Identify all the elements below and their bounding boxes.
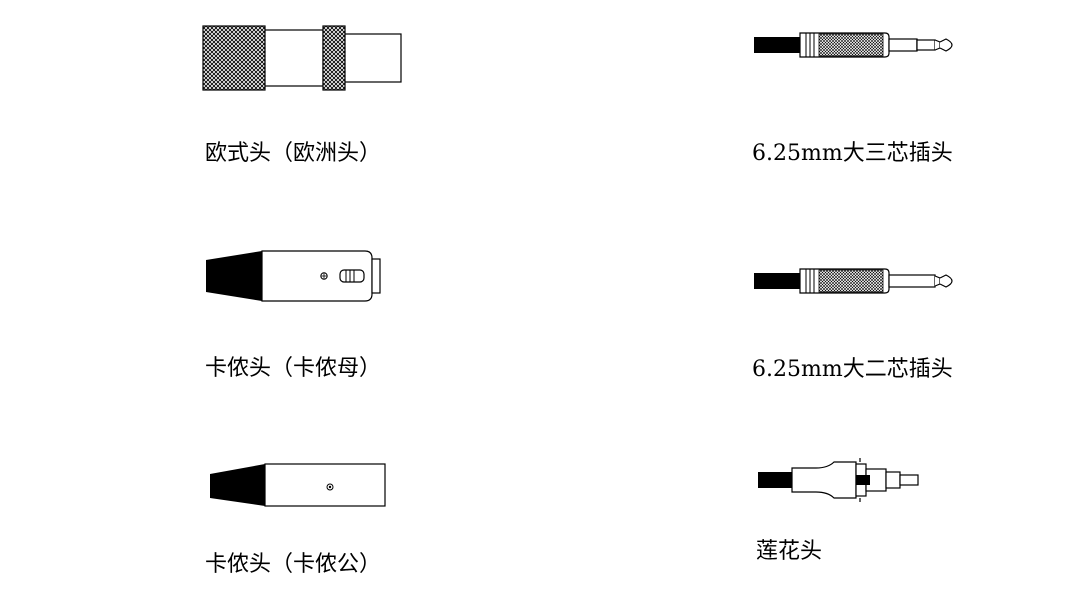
xlr-male-connector-icon — [210, 463, 386, 507]
trs-625-connector-label: 6.25mm大三芯插头 — [752, 141, 953, 166]
european-connector-icon — [202, 25, 402, 91]
rca-connector-label: 莲花头 — [756, 539, 823, 564]
ts-625-connector-icon — [754, 268, 953, 294]
trs-625-connector-icon — [754, 32, 953, 58]
ts-625-connector-label: 6.25mm大二芯插头 — [752, 357, 953, 382]
rca-connector-icon — [758, 458, 919, 502]
xlr-female-connector-icon — [206, 250, 381, 302]
xlr-female-connector-label: 卡侬头（卡侬母） — [205, 356, 382, 381]
xlr-male-connector-label: 卡侬头（卡侬公） — [205, 552, 382, 577]
european-connector-label: 欧式头（欧洲头） — [205, 141, 382, 166]
